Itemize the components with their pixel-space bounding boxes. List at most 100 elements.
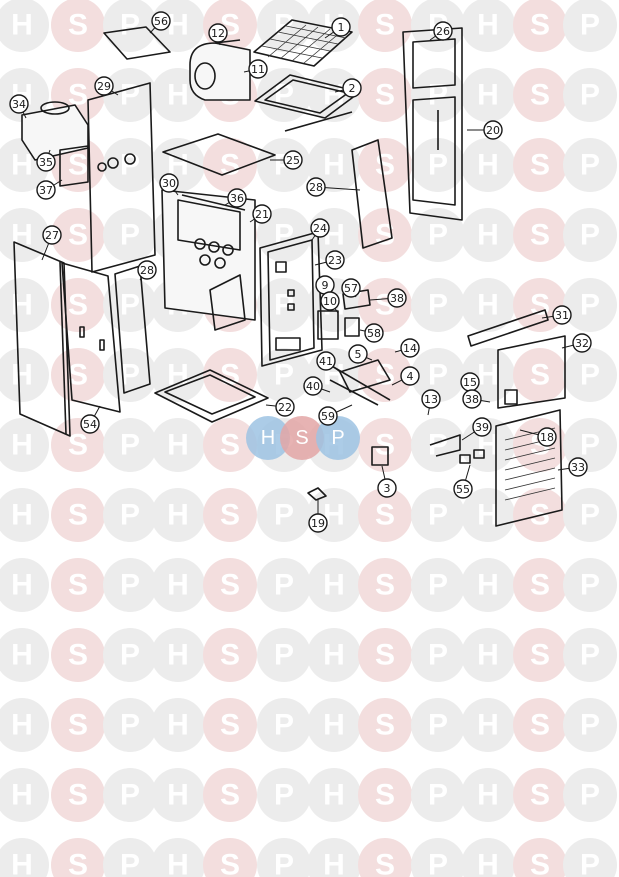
callout-number: 29 xyxy=(97,80,111,93)
watermark-letter: H xyxy=(11,569,33,602)
part-clip-55 xyxy=(459,449,485,464)
watermark-circle xyxy=(0,348,49,402)
watermark-letter: S xyxy=(68,429,88,462)
watermark-letter: S xyxy=(68,149,88,182)
watermark-circle xyxy=(461,838,515,877)
callout-circle xyxy=(364,323,384,343)
watermark-letter: S xyxy=(530,569,550,602)
watermark-circle xyxy=(411,768,465,822)
callout-circle xyxy=(36,180,56,200)
watermark-letter: H xyxy=(323,779,345,812)
callout-circle xyxy=(572,333,592,353)
watermark-letter: S xyxy=(375,79,395,112)
watermark-circle xyxy=(411,418,465,472)
callout-number: 15 xyxy=(463,376,477,389)
watermark-circle xyxy=(51,768,105,822)
watermark-circle xyxy=(411,698,465,752)
callout-circle xyxy=(137,260,157,280)
parts-drawings xyxy=(13,19,566,527)
watermark-letter: P xyxy=(580,429,600,462)
callout-12: 12 xyxy=(208,23,228,46)
watermark-letter: S xyxy=(530,639,550,672)
watermark-letter: H xyxy=(11,429,33,462)
watermark-circle xyxy=(257,348,311,402)
part-bracket-39 xyxy=(429,434,461,457)
watermark-letter: H xyxy=(167,429,189,462)
watermark-letter: H xyxy=(477,499,499,532)
watermark-circle xyxy=(563,348,617,402)
watermark-circle xyxy=(513,558,567,612)
watermark-circle xyxy=(358,138,412,192)
watermark-letter: P xyxy=(580,569,600,602)
callout-number: 1 xyxy=(338,21,345,34)
watermark-letter: P xyxy=(580,639,600,672)
callout-number: 30 xyxy=(162,177,176,190)
callout-number: 12 xyxy=(211,27,225,40)
watermark-circle xyxy=(461,208,515,262)
watermark-letter: P xyxy=(120,709,140,742)
watermark-circle xyxy=(103,68,157,122)
watermark-letter: H xyxy=(477,849,499,877)
callout-circle xyxy=(462,389,482,409)
watermark-letter: P xyxy=(428,219,448,252)
watermark-circle xyxy=(563,138,617,192)
watermark-circle xyxy=(358,68,412,122)
watermark-letter: S xyxy=(220,149,240,182)
watermark-circle xyxy=(358,698,412,752)
watermark-circle xyxy=(411,278,465,332)
callout-circle xyxy=(151,11,171,31)
watermark-letter: P xyxy=(580,709,600,742)
watermark-letter: H xyxy=(323,709,345,742)
callout-circle xyxy=(42,225,62,245)
watermark-circle xyxy=(203,558,257,612)
watermark-circle xyxy=(513,348,567,402)
watermark-circle xyxy=(0,278,49,332)
watermark-letter: P xyxy=(120,849,140,877)
callout-circle xyxy=(303,376,323,396)
watermark-circle xyxy=(411,208,465,262)
watermark-letter: S xyxy=(68,709,88,742)
watermark-letter: P xyxy=(120,9,140,42)
callout-number: 19 xyxy=(311,517,325,530)
watermark-letter: S xyxy=(375,849,395,877)
callout-number: 18 xyxy=(540,431,554,444)
watermark-circle xyxy=(0,558,49,612)
watermark-circle xyxy=(513,68,567,122)
callout-23: 23 xyxy=(314,250,345,270)
watermark-circle xyxy=(103,418,157,472)
watermark-letter: P xyxy=(580,499,600,532)
callout-circle xyxy=(400,338,420,358)
watermark-letter: S xyxy=(220,709,240,742)
watermark-circle xyxy=(103,208,157,262)
callout-number: 25 xyxy=(286,154,300,167)
callout-circle xyxy=(227,188,247,208)
callout-15: 15 xyxy=(460,372,480,396)
part-block-3 xyxy=(371,446,389,466)
watermark-circle xyxy=(411,838,465,877)
watermark-letter: S xyxy=(375,429,395,462)
callout-circle xyxy=(252,204,272,224)
watermark-letter: P xyxy=(580,149,600,182)
watermark-circle xyxy=(203,628,257,682)
watermark-letter: S xyxy=(530,9,550,42)
watermark-circle xyxy=(461,488,515,542)
callout-number: 20 xyxy=(486,124,500,137)
watermark-circle xyxy=(103,348,157,402)
callout-55: 55 xyxy=(453,464,473,499)
part-fan-housing-11-12 xyxy=(189,39,251,101)
watermark-circle xyxy=(103,768,157,822)
watermark-letter: S xyxy=(68,79,88,112)
watermark-circle xyxy=(51,558,105,612)
watermark-letter: P xyxy=(580,219,600,252)
watermark-circle xyxy=(257,628,311,682)
watermark-circle xyxy=(411,488,465,542)
callout-number: 5 xyxy=(355,348,362,361)
callout-38: 38 xyxy=(369,288,407,308)
callout-26: 26 xyxy=(429,21,453,41)
callout-number: 55 xyxy=(456,483,470,496)
part-base-tray-22 xyxy=(154,369,269,423)
callout-number: 37 xyxy=(39,184,53,197)
watermark-circle xyxy=(563,68,617,122)
callout-number: 10 xyxy=(323,295,337,308)
watermark-circle xyxy=(563,488,617,542)
